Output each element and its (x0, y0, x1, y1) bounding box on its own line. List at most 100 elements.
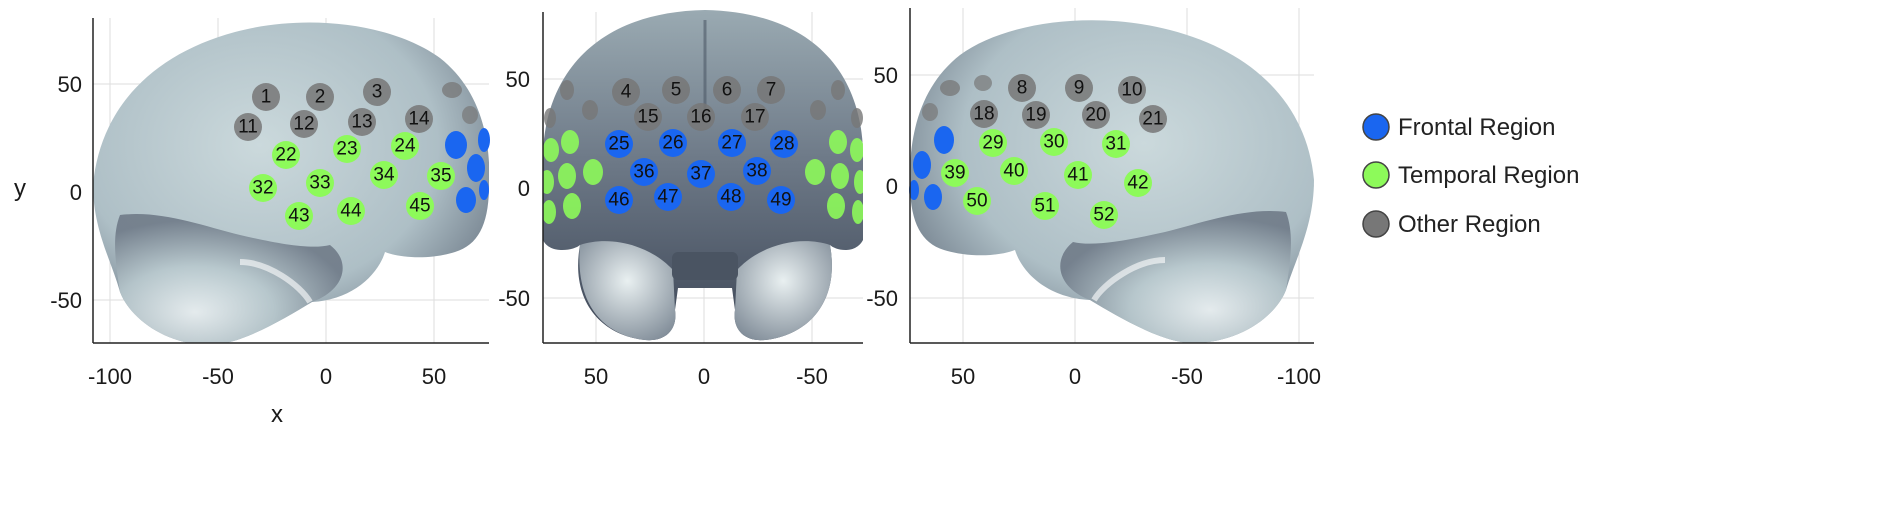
channel-number: 12 (293, 114, 314, 135)
channel-dot-temporal (249, 174, 277, 202)
channel-dot-other (363, 78, 391, 106)
channel-marker-46: 46 (605, 186, 633, 214)
left-y-tick-labels: 50 0 -50 (50, 72, 82, 313)
channel-number: 42 (1127, 173, 1148, 194)
channel-number: 15 (637, 107, 658, 128)
channel-marker-36: 36 (630, 158, 658, 186)
channel-dot-temporal (1124, 169, 1152, 197)
left-x-tick-labels: -100 -50 0 50 (88, 364, 446, 389)
channel-marker-5: 5 (662, 76, 690, 104)
channel-number: 49 (770, 190, 791, 211)
channel-dot-other (1065, 74, 1093, 102)
channel-marker-17: 17 (741, 103, 769, 131)
channel-dot-temporal (979, 129, 1007, 157)
channel-marker-13: 13 (348, 108, 376, 136)
channel-number: 46 (608, 190, 629, 211)
channel-marker-35: 35 (427, 162, 455, 190)
channel-number: 19 (1025, 105, 1046, 126)
channel-dot-frontal (605, 186, 633, 214)
channel-dot-other (290, 110, 318, 138)
channel-number: 10 (1121, 80, 1142, 101)
frontal-side-other-spots (544, 80, 863, 128)
channel-number: 36 (633, 162, 654, 183)
x-tick-label: -50 (1171, 364, 1203, 389)
channel-marker-30: 30 (1040, 128, 1068, 156)
channel-marker-34: 34 (370, 161, 398, 189)
y-tick-label: 50 (506, 67, 530, 92)
channel-number: 25 (608, 134, 629, 155)
channel-dot-other (741, 103, 769, 131)
x-tick-label: 0 (1069, 364, 1081, 389)
channel-dot-frontal (743, 157, 771, 185)
y-tick-label: 0 (886, 174, 898, 199)
channel-dot-temporal (1031, 192, 1059, 220)
left-brain-surface (93, 22, 489, 343)
channel-number: 11 (238, 117, 258, 138)
y-tick-label: 50 (874, 63, 898, 88)
x-axis-label: x (271, 401, 283, 428)
channel-number: 38 (746, 161, 767, 182)
channel-dot-other (252, 83, 280, 111)
channel-number: 6 (722, 80, 733, 101)
channel-dot-temporal (427, 162, 455, 190)
channel-marker-1: 1 (252, 83, 280, 111)
channel-number: 5 (671, 80, 682, 101)
channel-dot-temporal (391, 132, 419, 160)
channel-number: 30 (1043, 132, 1064, 153)
y-tick-label: -50 (866, 286, 898, 311)
channel-number: 33 (309, 173, 330, 194)
channel-number: 41 (1067, 165, 1088, 186)
y-tick-label: 50 (58, 72, 82, 97)
channel-number: 17 (744, 107, 765, 128)
channel-dot-temporal (406, 192, 434, 220)
channel-dot-other (1082, 101, 1110, 129)
channel-dot-other (687, 103, 715, 131)
channel-dot-frontal (718, 129, 746, 157)
channel-number: 45 (409, 196, 430, 217)
channel-marker-52: 52 (1090, 201, 1118, 229)
channel-marker-38: 38 (743, 157, 771, 185)
channel-marker-48: 48 (717, 183, 745, 211)
channel-number: 37 (690, 164, 711, 185)
channel-number: 8 (1017, 78, 1028, 99)
channel-number: 16 (690, 107, 711, 128)
legend-swatch-frontal (1362, 113, 1390, 141)
channel-number: 1 (261, 87, 272, 108)
legend-label-other: Other Region (1398, 211, 1541, 238)
channel-marker-41: 41 (1064, 161, 1092, 189)
legend-swatch-other (1362, 210, 1390, 238)
channel-dot-other (1139, 105, 1167, 133)
right-x-tick-labels: 50 0 -50 -100 (951, 364, 1321, 389)
channel-dot-frontal (717, 183, 745, 211)
channel-marker-16: 16 (687, 103, 715, 131)
y-tick-label: -50 (498, 286, 530, 311)
channel-marker-23: 23 (333, 135, 361, 163)
channel-marker-19: 19 (1022, 101, 1050, 129)
channel-marker-15: 15 (634, 103, 662, 131)
x-tick-label: 0 (698, 364, 710, 389)
channel-dot-temporal (337, 197, 365, 225)
x-tick-label: -100 (1277, 364, 1321, 389)
x-tick-label: 50 (584, 364, 608, 389)
channel-marker-28: 28 (770, 130, 798, 158)
channel-number: 2 (315, 87, 326, 108)
channel-dot-temporal (333, 135, 361, 163)
channel-marker-18: 18 (970, 100, 998, 128)
channel-marker-42: 42 (1124, 169, 1152, 197)
channel-marker-9: 9 (1065, 74, 1093, 102)
x-tick-label: -100 (88, 364, 132, 389)
channel-number: 31 (1105, 134, 1126, 155)
legend-item-other: Other Region (1362, 210, 1541, 238)
channel-number: 27 (721, 133, 742, 154)
channel-marker-27: 27 (718, 129, 746, 157)
mid-y-tick-labels: 50 0 -50 (498, 67, 530, 311)
channel-marker-50: 50 (963, 187, 991, 215)
mid-axes (542, 12, 863, 344)
channel-number: 22 (275, 145, 296, 166)
channel-marker-32: 32 (249, 174, 277, 202)
channel-number: 43 (288, 206, 309, 227)
channel-marker-26: 26 (659, 129, 687, 157)
channel-dot-frontal (687, 160, 715, 188)
